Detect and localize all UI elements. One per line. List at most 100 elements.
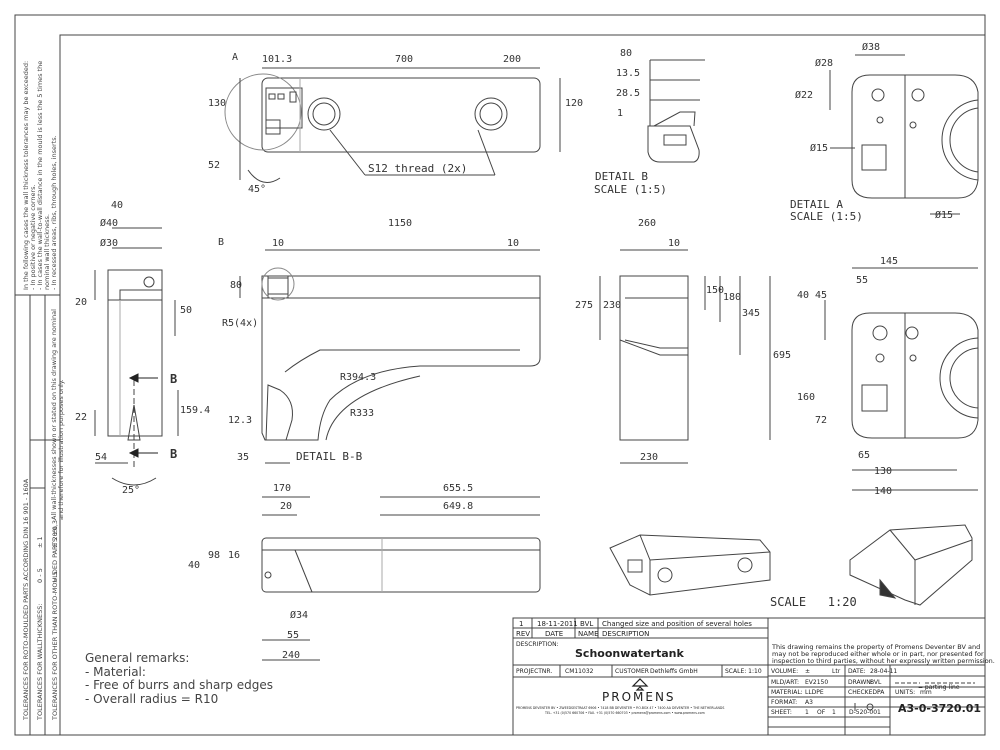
detail-a-dim: Ø22: [795, 90, 814, 101]
outer-border: [14, 14, 986, 736]
company-logo: PROMENS: [602, 690, 676, 704]
rev-header: DESCRIPTION: [602, 630, 650, 638]
rev-number: 1: [519, 620, 524, 628]
bottom-dim: 98: [208, 550, 221, 561]
remark-item: - Overall radius = R10: [85, 691, 219, 706]
customer-name: Dethleffs GmbH: [650, 668, 698, 675]
detail-b-title: DETAIL B: [595, 170, 648, 183]
title-block: [512, 617, 986, 736]
code-small: D-520-001: [849, 709, 881, 716]
date-value: 28-04-11: [870, 668, 898, 675]
right-dim: 45: [815, 290, 828, 301]
project-label: PROJECTNR.: [516, 668, 553, 675]
side-view: [599, 249, 771, 464]
detail-a-title: DETAIL A: [790, 198, 843, 211]
left-dim: 54: [95, 452, 108, 463]
company-contact: TEL. +31 (0)570 660706 • FAX. +31 (0)570…: [545, 711, 705, 715]
side-dim: 695: [773, 350, 792, 361]
front-dim-10: 10: [507, 238, 520, 249]
bottom-dim: Ø34: [290, 610, 309, 621]
tolerance-value-2: ± 20%: [51, 526, 59, 548]
side-dim: 150: [706, 285, 725, 296]
bottom-dim: 16: [228, 550, 241, 561]
project-number: CM11032: [565, 668, 594, 675]
right-dim: 140: [874, 486, 893, 497]
description-label: DESCRIPTION:: [516, 641, 559, 648]
left-dim: 20: [75, 297, 88, 308]
volume-label: VOLUME:: [771, 668, 799, 675]
detail-a-dim: Ø28: [815, 58, 834, 69]
dim-200: 200: [503, 54, 522, 65]
date-label: DATE:: [848, 668, 866, 675]
detail-bb-label: DETAIL B-B: [296, 450, 363, 463]
format-value: A3: [805, 699, 813, 706]
rev-header: NAME: [578, 630, 599, 638]
side-dim: 275: [575, 300, 594, 311]
right-dim: 40: [797, 290, 810, 301]
checked-value: PA: [877, 689, 885, 696]
front-dim-r5: R5(4x): [222, 318, 259, 329]
label-a: A: [232, 52, 239, 63]
remarks-title: General remarks:: [85, 651, 190, 665]
right-dim: 55: [856, 275, 869, 286]
dim-52: 52: [208, 160, 221, 171]
detail-b-dim: 80: [620, 48, 633, 59]
bottom-view: [261, 496, 541, 661]
section-marker-b: B: [170, 372, 178, 386]
rev-name: BVL: [580, 620, 594, 628]
right-dim: 130: [874, 466, 893, 477]
company-address: PROMENS DEVENTER BV • ZWEEDSESTRAAT 6906…: [516, 706, 725, 710]
material-label: MATERIAL:: [771, 689, 803, 696]
front-dim-r333: R333: [350, 408, 375, 419]
isometric-view-2: [849, 524, 973, 606]
detail-b-dim: 28.5: [616, 88, 641, 99]
property-note: may not be reproduced either whole or in…: [772, 650, 984, 658]
detail-a-dim: Ø38: [862, 42, 881, 53]
left-dim: 40: [111, 200, 124, 211]
rev-date: 18-11-2011: [537, 620, 578, 628]
side-dim: 10: [668, 238, 681, 249]
bottom-dim: 170: [273, 483, 292, 494]
tolerance-wallthickness: TOLERANCES FOR WALLTHICKNESS:: [36, 603, 44, 720]
front-dim-35: 35: [237, 452, 250, 463]
remark-item: - Material:: [85, 664, 146, 679]
side-dim: 345: [742, 308, 761, 319]
bottom-dim: 655.5: [443, 483, 474, 494]
checked-label: CHECKED:: [848, 689, 880, 696]
mld-value: EV2150: [805, 679, 829, 686]
left-dim: 159.4: [180, 405, 211, 416]
tolerance-value-1: ± 1: [36, 536, 44, 548]
detail-b: [647, 59, 705, 163]
front-dim-1150: 1150: [388, 218, 413, 229]
tolerance-range-1: 0 - 5: [36, 568, 44, 583]
label-b: B: [218, 237, 225, 248]
bottom-dim: 20: [280, 501, 293, 512]
drawn-label: DRAWN:: [848, 679, 873, 686]
dim-700: 700: [395, 54, 414, 65]
general-remarks: General remarks: - Material: - Free of b…: [85, 651, 273, 706]
tolerance-title: TOLERANCES FOR ROTO-MOULDED PARTS ACCORD…: [22, 478, 30, 720]
rev-header: REV: [516, 630, 531, 638]
volume-value: ±: [805, 668, 811, 675]
top-view: [224, 67, 561, 183]
front-dim-80: 80: [230, 280, 243, 291]
front-dim-10: 10: [272, 238, 285, 249]
side-dim: 260: [638, 218, 657, 229]
left-dim: Ø40: [100, 218, 119, 229]
right-dim: 160: [797, 392, 816, 403]
side-dim: 230: [603, 300, 622, 311]
units-label: UNITS:: [895, 689, 916, 696]
sheet-total: 1: [832, 709, 836, 716]
scale-label: SCALE 1:20: [770, 595, 857, 609]
tolerance-other: TOLERANCES FOR OTHER THAN ROTO-MOULDED P…: [51, 519, 59, 720]
left-dim: 22: [75, 412, 88, 423]
detail-a-dim: Ø15: [810, 143, 829, 154]
customer-label: CUSTOMER: [615, 668, 649, 675]
units-value: mm: [920, 689, 932, 696]
front-dim-12-3: 12.3: [228, 415, 253, 426]
right-view: [824, 267, 979, 491]
right-dim: 72: [815, 415, 828, 426]
bottom-dim: 55: [287, 630, 300, 641]
parting-line-note: = parting-line: [918, 684, 960, 691]
bottom-dim: 40: [188, 560, 201, 571]
